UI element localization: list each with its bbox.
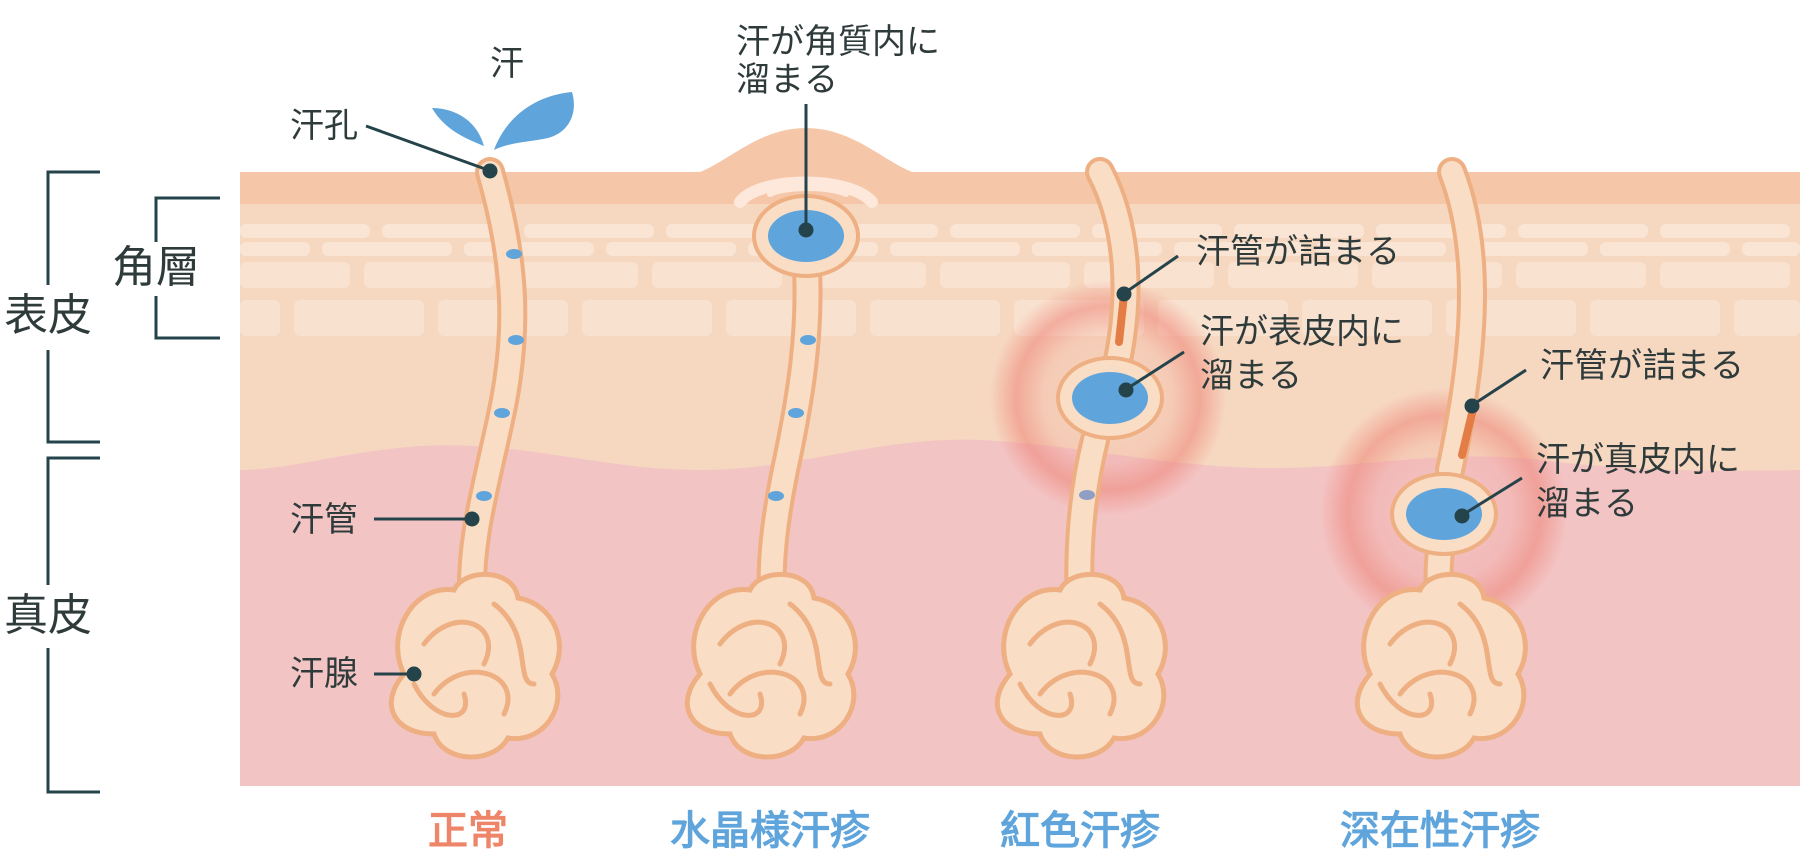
rubra-blocked-label: 汗管が詰まる — [1196, 232, 1400, 272]
cell-brick — [240, 262, 350, 288]
profunda-annotation-line2: 溜まる — [1536, 484, 1638, 524]
cell-brick — [240, 300, 280, 336]
epidermis-label: 表皮 — [4, 290, 92, 341]
cell-brick — [1234, 224, 1364, 238]
cell-brick — [726, 300, 856, 336]
sweat-label: 汗 — [490, 44, 524, 84]
cell-brick — [508, 262, 638, 288]
sweat-duct-label: 汗管 — [290, 500, 358, 540]
cell-brick — [1742, 242, 1800, 256]
rubra-annotation-line1: 汗が表皮内に — [1200, 312, 1404, 352]
crystallina-annotation-line2: 溜まる — [736, 60, 838, 100]
crystallina-annotation-line1: 汗が角質内に — [736, 22, 940, 62]
cell-brick — [950, 224, 1080, 238]
cell-brick — [1458, 242, 1588, 256]
cell-brick — [382, 224, 512, 238]
cell-brick — [1228, 262, 1358, 288]
cell-brick — [1600, 242, 1730, 256]
cell-brick — [1316, 242, 1446, 256]
sweat-gland — [388, 571, 562, 760]
cell-brick — [1590, 300, 1720, 336]
stratum-corneum-label: 角層 — [112, 242, 200, 293]
rubra-annotation-line2: 溜まる — [1200, 356, 1302, 396]
sweat-gland — [684, 571, 858, 760]
caption-normal: 正常 — [428, 808, 508, 854]
sweat-pore-label: 汗孔 — [290, 106, 358, 146]
stratum-corneum-layer — [240, 172, 1800, 204]
cell-brick — [294, 300, 424, 336]
cell-brick — [322, 242, 452, 256]
sweat-dots — [476, 249, 1095, 501]
cell-brick — [240, 224, 370, 238]
cell-brick — [1660, 262, 1790, 288]
caption-rubra: 紅色汗疹 — [1000, 808, 1160, 854]
cell-brick — [1032, 242, 1162, 256]
leader-lines — [365, 104, 1527, 682]
cell-brick — [240, 242, 310, 256]
cell-brick — [1174, 242, 1304, 256]
profunda-blocked-label: 汗管が詰まる — [1540, 346, 1744, 386]
cell-brick — [1660, 224, 1790, 238]
dermis-label: 真皮 — [4, 590, 92, 641]
cell-brick — [606, 242, 736, 256]
sweat-gland-label: 汗腺 — [290, 654, 358, 694]
cell-brick — [364, 262, 494, 288]
cell-brick — [870, 300, 1000, 336]
cell-bricks — [240, 224, 1800, 336]
cell-brick — [1518, 224, 1648, 238]
sweat-gland — [1354, 571, 1528, 760]
cell-brick — [940, 262, 1070, 288]
bump-arc-inner — [767, 185, 849, 197]
sweat-gland — [994, 571, 1168, 760]
sweat-splash-icon — [432, 92, 574, 150]
side-brackets — [46, 170, 220, 794]
cell-brick — [652, 262, 782, 288]
caption-crystallina: 水晶様汗疹 — [670, 808, 870, 854]
blocked-segment-rubra — [1115, 291, 1128, 346]
cell-brick — [1734, 300, 1800, 336]
cell-brick — [464, 242, 594, 256]
sweat-glands — [388, 571, 1528, 760]
cell-brick — [1302, 300, 1432, 336]
profunda-annotation-line1: 汗が真皮内に — [1536, 440, 1740, 480]
caption-profunda: 深在性汗疹 — [1340, 808, 1540, 854]
cell-brick — [890, 242, 1020, 256]
cell-brick — [524, 224, 654, 238]
cell-brick — [1516, 262, 1646, 288]
cell-brick — [582, 300, 712, 336]
